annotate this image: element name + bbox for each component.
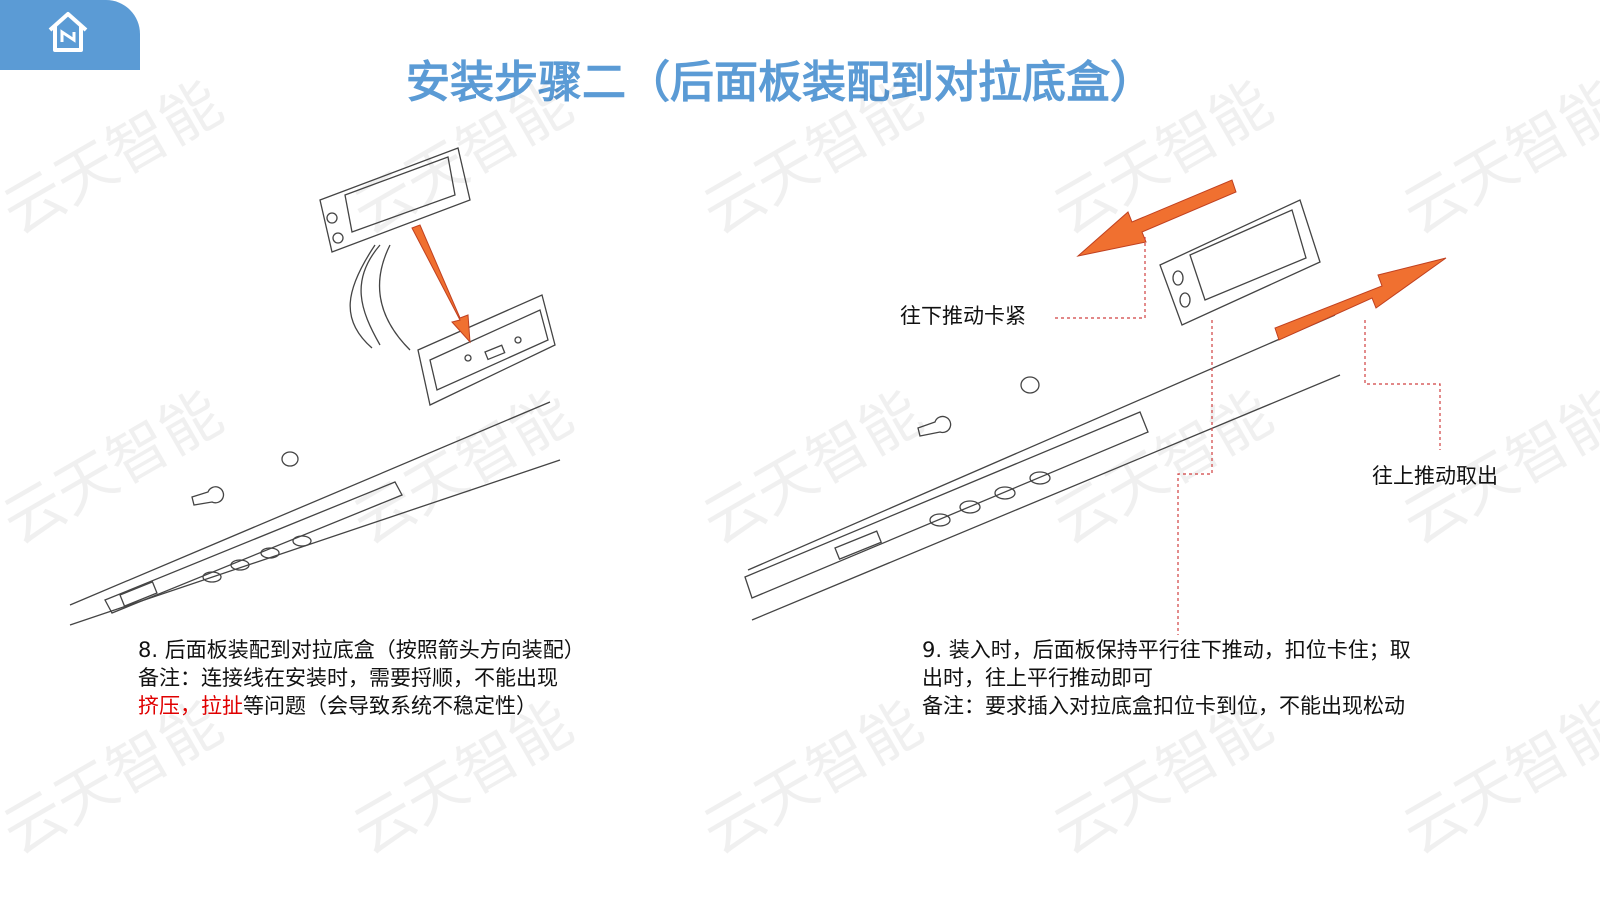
- page-title: 安装步骤二（后面板装配到对拉底盒）: [406, 57, 1154, 108]
- step8-line3: 挤压，拉扯等问题（会导致系统不稳定性）: [138, 692, 585, 720]
- step8-diagram: [69, 147, 561, 626]
- push-down-label: 往下推动卡紧: [900, 304, 1026, 328]
- push-up-label: 往上推动取出: [1372, 464, 1498, 488]
- push-up-arrow: [1274, 257, 1447, 341]
- step8-caption: 8. 后面板装配到对拉底盒（按照箭头方向装配） 备注：连接线在安装时，需要捋顺，…: [138, 636, 585, 720]
- step9-diagram: [744, 199, 1341, 621]
- step9-line2: 出时，往上平行推动即可: [922, 666, 1153, 690]
- step8-line3-rest: 等问题（会导致系统不稳定性）: [243, 694, 537, 718]
- home-logo-tab[interactable]: [0, 0, 140, 70]
- home-icon: [48, 12, 88, 52]
- insert-arrow: [411, 224, 471, 344]
- step9-line3: 备注：要求插入对拉底盒扣位卡到位，不能出现松动: [922, 694, 1405, 718]
- step9-caption: 9. 装入时，后面板保持平行往下推动，扣位卡住；取 出时，往上平行推动即可 备注…: [922, 636, 1411, 720]
- step9-line1: 9. 装入时，后面板保持平行往下推动，扣位卡住；取: [922, 638, 1411, 662]
- step8-line2: 备注：连接线在安装时，需要捋顺，不能出现: [138, 666, 558, 690]
- leader-lines: [1055, 235, 1441, 635]
- step8-line1: 8. 后面板装配到对拉底盒（按照箭头方向装配）: [138, 638, 585, 662]
- step8-warning: 挤压，拉扯: [138, 694, 243, 718]
- push-down-arrow: [1076, 179, 1237, 257]
